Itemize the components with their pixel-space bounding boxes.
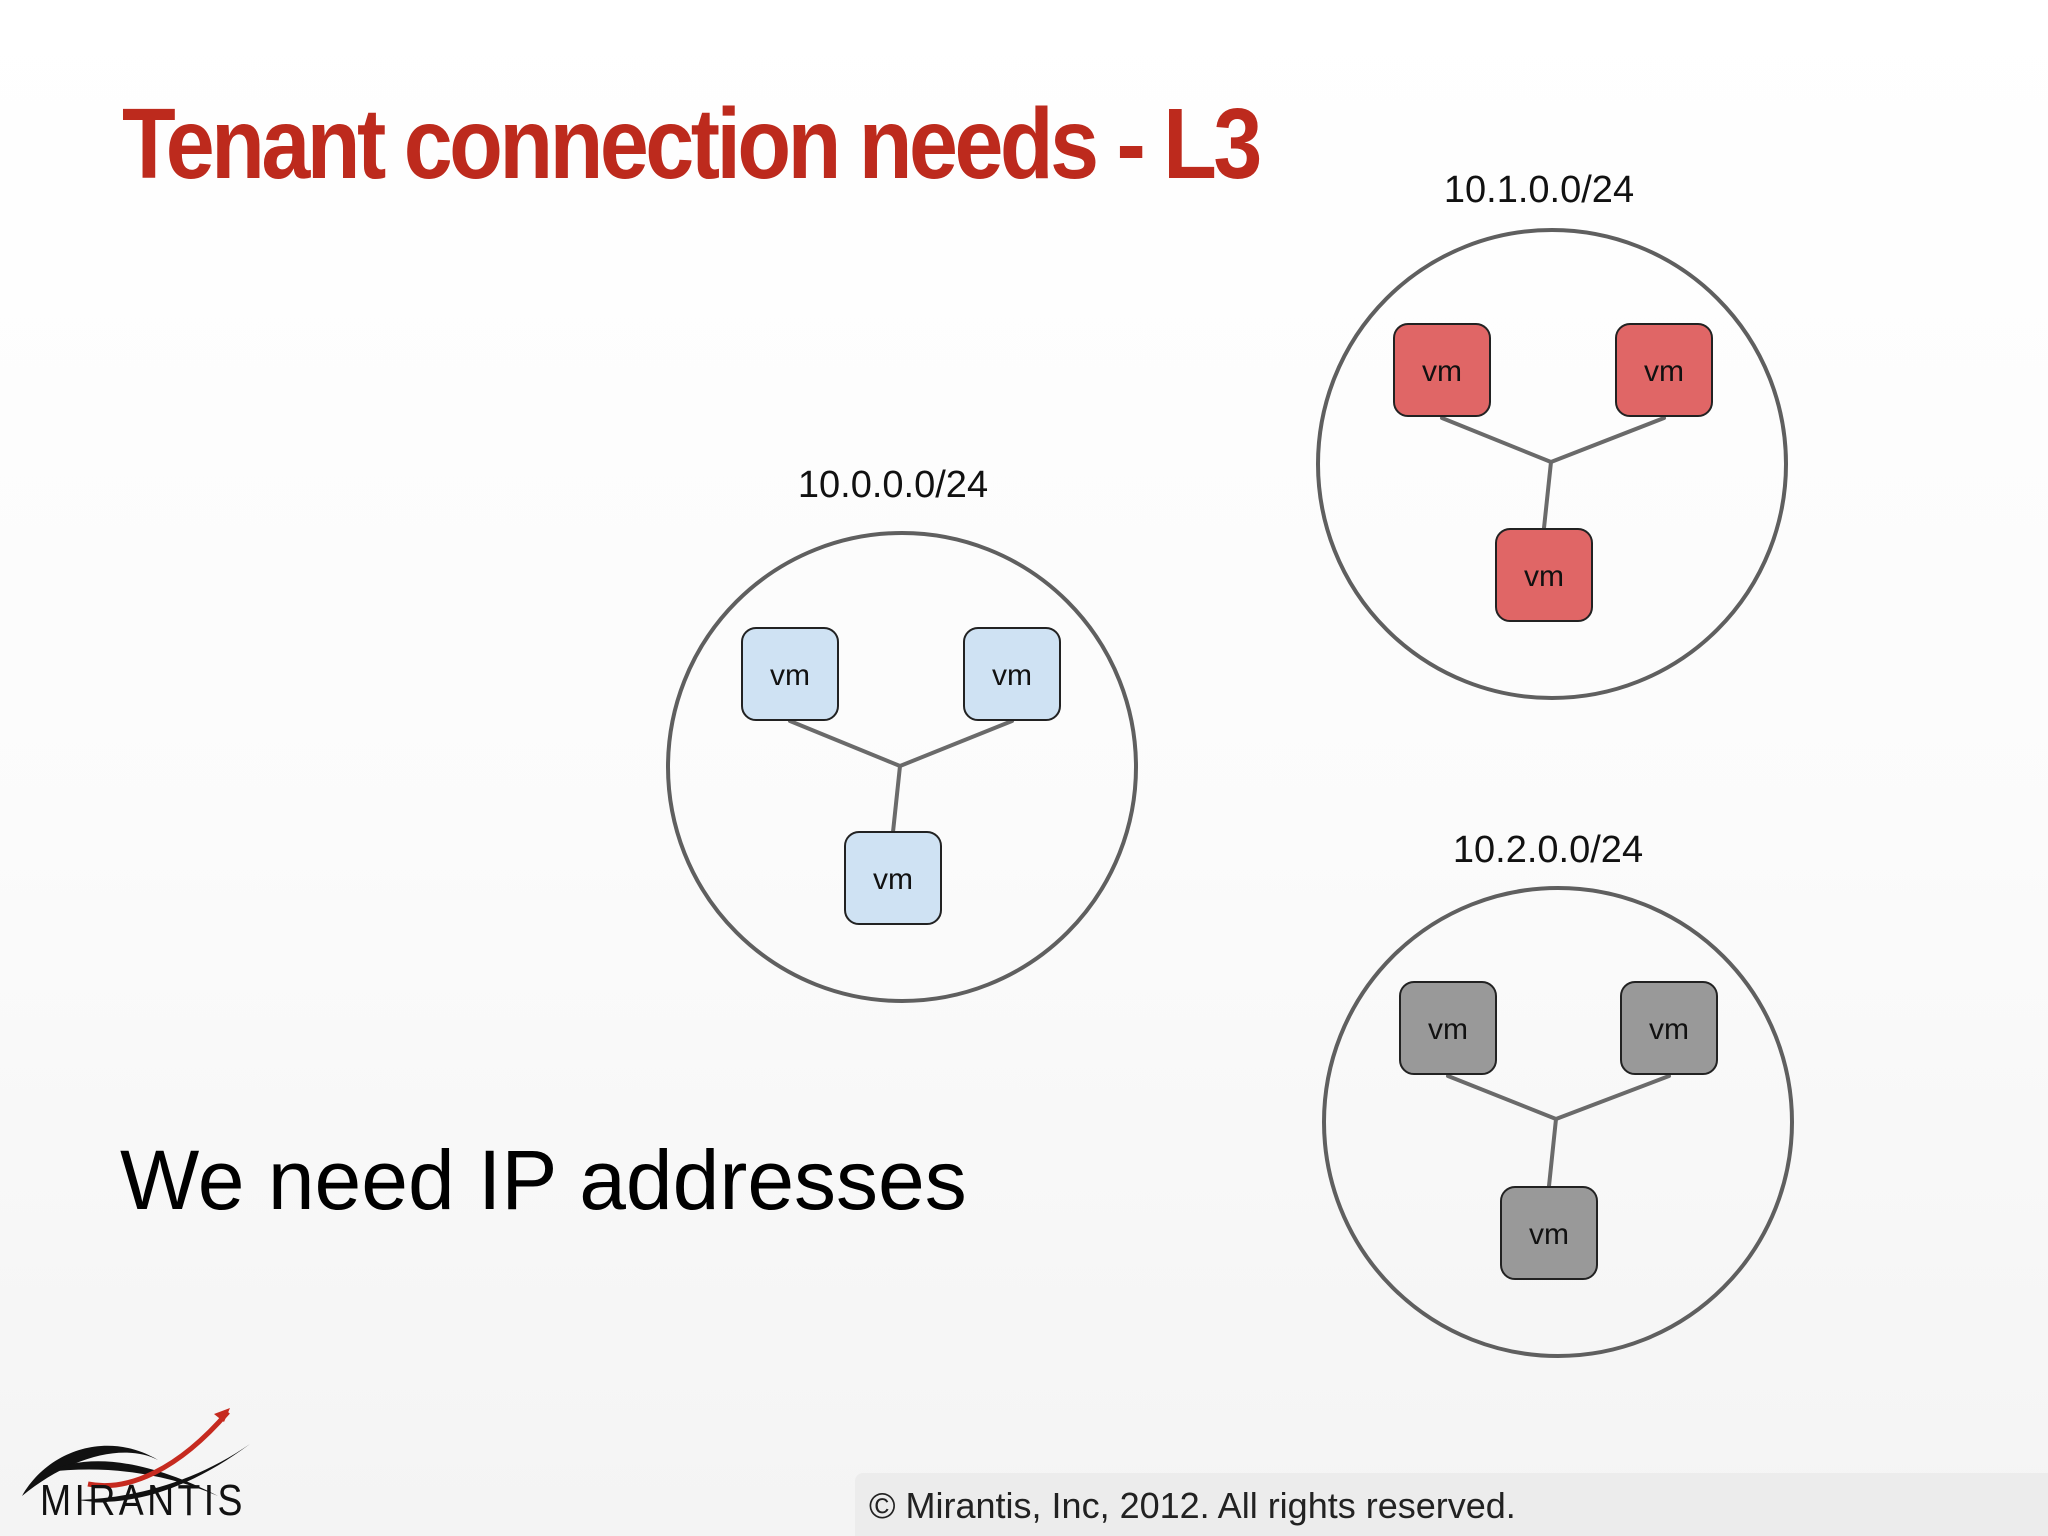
vm-node[interactable]: vm: [1500, 1186, 1598, 1280]
body-text: We need IP addresses: [120, 1133, 967, 1227]
svg-text:vm: vm: [1649, 1013, 1689, 1046]
network-link: [1549, 416, 1666, 464]
svg-text:vm: vm: [873, 863, 913, 896]
vm-node[interactable]: vm: [1495, 528, 1593, 622]
network-link: [1446, 1074, 1558, 1121]
svg-text:vm: vm: [992, 659, 1032, 692]
network-boundary: [1322, 886, 1794, 1358]
network-group-2: vm vm vm: [1322, 886, 1794, 1358]
logo-text: MIRANTIS: [40, 1476, 246, 1525]
footer-bar: © Mirantis, Inc, 2012. All rights reserv…: [855, 1473, 2048, 1536]
network-link: [788, 719, 902, 768]
network-link: [898, 719, 1014, 768]
vm-node[interactable]: vm: [1620, 981, 1718, 1075]
vm-node[interactable]: vm: [844, 831, 942, 925]
subnet-label-10-0: 10.0.0.0/24: [797, 464, 989, 506]
network-link: [1547, 1117, 1558, 1188]
svg-text:vm: vm: [1644, 355, 1684, 388]
network-link: [1542, 460, 1553, 530]
vm-node[interactable]: vm: [1615, 323, 1713, 417]
network-boundary: [666, 531, 1138, 1003]
network-link: [891, 764, 902, 834]
slide-title: Tenant connection needs - L3: [122, 88, 1262, 200]
vm-node[interactable]: vm: [741, 627, 839, 721]
svg-text:vm: vm: [1422, 355, 1462, 388]
svg-text:vm: vm: [1529, 1218, 1569, 1251]
network-link: [1440, 416, 1553, 464]
network-link: [1554, 1074, 1671, 1121]
mirantis-logo: [22, 1408, 250, 1502]
network-boundary: [1316, 228, 1788, 700]
footer-copyright: © Mirantis, Inc, 2012. All rights reserv…: [869, 1485, 1516, 1526]
vm-node[interactable]: vm: [1393, 323, 1491, 417]
svg-text:vm: vm: [1428, 1013, 1468, 1046]
network-group-0: vm vm vm: [666, 531, 1138, 1003]
vm-node[interactable]: vm: [1399, 981, 1497, 1075]
svg-text:vm: vm: [1524, 560, 1564, 593]
subnet-label-10-2: 10.2.0.0/24: [1452, 829, 1644, 871]
svg-text:vm: vm: [770, 659, 810, 692]
vm-node[interactable]: vm: [963, 627, 1061, 721]
subnet-label-10-1: 10.1.0.0/24: [1443, 169, 1635, 211]
network-group-1: vm vm vm: [1316, 228, 1788, 700]
